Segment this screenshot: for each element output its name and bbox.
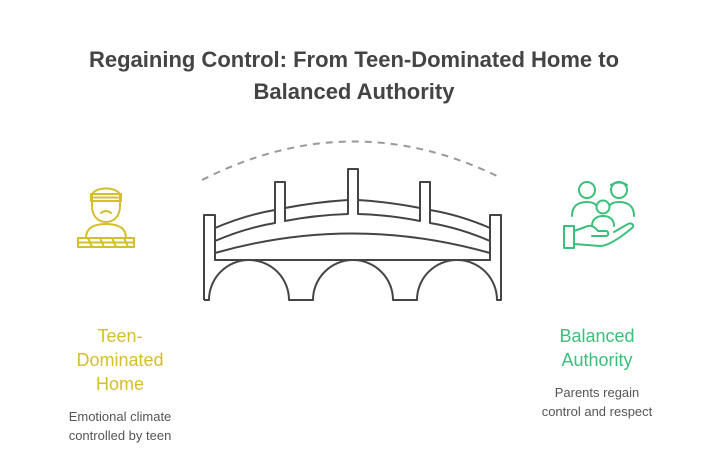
post-3 xyxy=(419,181,431,210)
left-description: Emotional climate controlled by teen xyxy=(30,407,210,445)
post-2 xyxy=(347,168,359,200)
rail-seg-2 xyxy=(284,199,349,222)
left-label: Teen- Dominated Home xyxy=(40,324,200,396)
post-1 xyxy=(274,181,286,210)
lower-rail xyxy=(214,232,491,254)
left-label-line-3: Home xyxy=(95,374,144,394)
right-desc-line-1: Parents regain xyxy=(554,385,640,400)
rail-seg-4 xyxy=(429,209,491,242)
rail-seg-1 xyxy=(214,209,276,242)
bridge-body xyxy=(203,214,502,301)
left-label-line-2: Dominated xyxy=(76,350,164,370)
left-desc-line-1: Emotional climate xyxy=(68,409,172,424)
right-label: Balanced Authority xyxy=(517,324,677,372)
title-line-1-top: Regaining Control: From Teen-Dominated H… xyxy=(88,47,620,72)
family-in-hand-icon-top xyxy=(563,181,635,249)
diagram-title-top: Regaining Control: From Teen-Dominated H… xyxy=(0,44,708,108)
blindfolded-teen-icon-top xyxy=(77,187,135,248)
right-desc-line-2: control and respect xyxy=(541,404,653,419)
dashed-arc-line xyxy=(201,140,502,181)
right-label-line-1: Balanced xyxy=(559,326,635,346)
right-description: Parents regain control and respect xyxy=(507,383,687,421)
title-line-2-top: Balanced Authority xyxy=(253,79,455,104)
rail-seg-3 xyxy=(357,199,421,222)
left-desc-line-2: controlled by teen xyxy=(68,428,172,443)
right-label-line-2: Authority xyxy=(561,350,633,370)
left-label-line-1: Teen- xyxy=(97,326,143,346)
